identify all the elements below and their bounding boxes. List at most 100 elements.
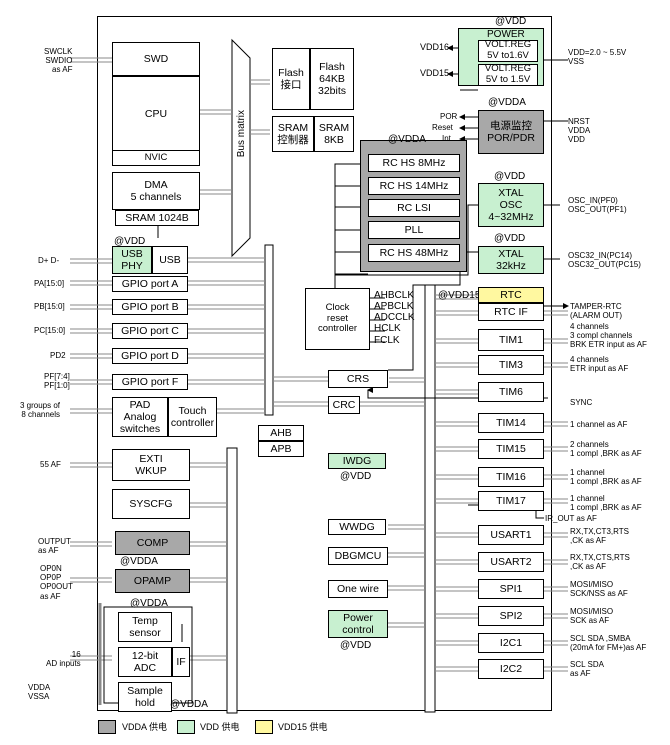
gpio-port-b: GPIO port B [112, 299, 188, 315]
vdda-adc-label: @VDDA [130, 598, 168, 609]
dp-dm-label: D+ D- [38, 256, 60, 265]
ahb-block: AHB [258, 425, 304, 441]
pc-label: PC[15:0] [34, 326, 66, 335]
ir-out-label: IR_OUT as AF [545, 514, 597, 523]
adc-block: 12-bit ADC [118, 647, 172, 677]
legend-vdda-label: VDDA 供电 [122, 722, 168, 732]
vdd15-rtc-label: @VDD15 [438, 290, 481, 301]
rtc-block: RTC [478, 287, 544, 303]
vdd-usb-label: @VDD [114, 236, 146, 247]
sram-memory-block: SRAM 8KB [314, 116, 354, 152]
af55-label: 55 AF [40, 460, 61, 469]
reset-signal-label: Reset [432, 123, 453, 132]
sync-label: SYNC [570, 398, 593, 407]
pf-label: PF[7:4] PF[1:0] [44, 372, 70, 391]
tim1-io-label: 4 channels 3 compl channels BRK ETR inpu… [570, 322, 647, 350]
vdd-range-label: VDD=2.0 ~ 5.5V VSS [568, 48, 627, 67]
i2c1-io-label: SCL SDA ,SMBA (20mA for FM+)as AF [570, 634, 647, 653]
swd-block: SWD [112, 42, 200, 76]
vdd-power-label: @VDD [495, 16, 527, 27]
crc-block: CRC [328, 396, 360, 414]
por-signal-label: POR [440, 112, 458, 121]
power-title: POWER [487, 29, 525, 40]
por-pdr-block: 电源监控 POR/PDR [478, 110, 544, 154]
apbclk-label: APBCLK [374, 301, 414, 312]
apb-block: APB [258, 441, 304, 457]
usart2-block: USART2 [478, 552, 544, 572]
exti-wkup-block: EXTI WKUP [112, 449, 190, 481]
spi1-io-label: MOSI/MISO SCK/NSS as AF [570, 580, 628, 599]
osc32-label: OSC32_IN(PC14) OSC32_OUT(PC15) [568, 251, 641, 270]
hclk-label: HCLK [374, 323, 401, 334]
groups-label: 3 groups of 8 channels [20, 401, 61, 420]
vdd15-label: VDD15 [420, 68, 450, 78]
iwdg-block: IWDG [328, 453, 386, 469]
rc-hs-8mhz: RC HS 8MHz [368, 154, 460, 172]
i2c2-block: I2C2 [478, 659, 544, 679]
rc-hs-48mhz: RC HS 48MHz [368, 244, 460, 262]
volt-reg-1v6: VOLT.REG 5V to1.6V [478, 39, 538, 62]
tim16-block: TIM16 [478, 467, 544, 487]
crs-block: CRS [328, 370, 388, 388]
one-wire-block: One wire [328, 580, 388, 598]
pd-label: PD2 [50, 351, 66, 360]
op-label: OP0N OP0P OP0OUT as AF [40, 564, 73, 601]
vdda-adc-bottom-label: @VDDA [170, 699, 208, 710]
usart2-io-label: RX,TX,CTS,RTS ,CK as AF [570, 553, 630, 572]
nrst-label: NRST VDDA VDD [568, 117, 591, 145]
legend-vdd-label: VDD 供电 [200, 722, 240, 732]
legend-vdd15-swatch [255, 720, 273, 734]
xtal-osc-block: XTAL OSC 4~32MHz [478, 183, 544, 227]
int-signal-label: Int [442, 134, 451, 143]
adc-if-block: IF [172, 647, 190, 677]
vdd16-label: VDD16 [420, 42, 450, 52]
i2c1-block: I2C1 [478, 633, 544, 653]
gpio-port-f: GPIO port F [112, 374, 188, 390]
i2c2-io-label: SCL SDA as AF [570, 660, 604, 679]
pa-label: PA[15:0] [34, 279, 65, 288]
cpu-block: CPU [112, 76, 200, 152]
tim17-block: TIM17 [478, 491, 544, 511]
tim3-block: TIM3 [478, 355, 544, 375]
dbgmcu-block: DBGMCU [328, 547, 388, 565]
touch-controller: Touch controller [168, 397, 217, 437]
usb-block: USB [152, 246, 188, 274]
osc-in-out-label: OSC_IN(PF0) OSC_OUT(PF1) [568, 196, 627, 215]
fclk-label: FCLK [374, 335, 400, 346]
dma-block: DMA 5 channels [112, 172, 200, 210]
opamp-block: OPAMP [115, 569, 190, 593]
syscfg-block: SYSCFG [112, 489, 190, 519]
legend-vdda-swatch [98, 720, 116, 734]
vdda-osc-label: @VDDA [388, 134, 426, 145]
usart1-block: USART1 [478, 525, 544, 545]
rc-lsi: RC LSI [368, 199, 460, 217]
sample-hold-block: Sample hold [118, 682, 172, 712]
rtc-if-block: RTC IF [478, 303, 544, 321]
ahbclk-label: AHBCLK [374, 290, 415, 301]
tim6-block: TIM6 [478, 382, 544, 402]
comp-block: COMP [115, 531, 190, 555]
usb-phy-block: USB PHY [112, 246, 152, 274]
tim16-io-label: 1 channel 1 compl ,BRK as AF [570, 468, 642, 487]
pb-label: PB[15:0] [34, 302, 65, 311]
bus-matrix-label: Bus matrix [236, 110, 247, 158]
tim17-io-label: 1 channel 1 compl ,BRK as AF [570, 494, 642, 513]
legend-vdd15-label: VDD15 供电 [278, 722, 328, 732]
tim15-block: TIM15 [478, 439, 544, 459]
nvic-block: NVIC [112, 150, 200, 166]
gpio-port-d: GPIO port D [112, 348, 188, 364]
xtal-32khz-block: XTAL 32kHz [478, 246, 544, 274]
temp-sensor-block: Temp sensor [118, 612, 172, 642]
usart1-io-label: RX,TX,CT3,RTS ,CK as AF [570, 527, 629, 546]
output-label: OUTPUT as AF [38, 537, 71, 556]
tamper-label: TAMPER-RTC (ALARM OUT) [570, 302, 622, 321]
vdda-por-label: @VDDA [488, 97, 526, 108]
tim1-block: TIM1 [478, 329, 544, 351]
vdd-xtal32-label: @VDD [494, 233, 526, 244]
swclk-label: SWCLK SWDIO as AF [44, 47, 73, 75]
vdd-xtal-osc-label: @VDD [494, 171, 526, 182]
wwdg-block: WWDG [328, 519, 386, 535]
vdd-pwr-label: @VDD [340, 640, 372, 651]
tim3-io-label: 4 channels ETR input as AF [570, 355, 629, 374]
